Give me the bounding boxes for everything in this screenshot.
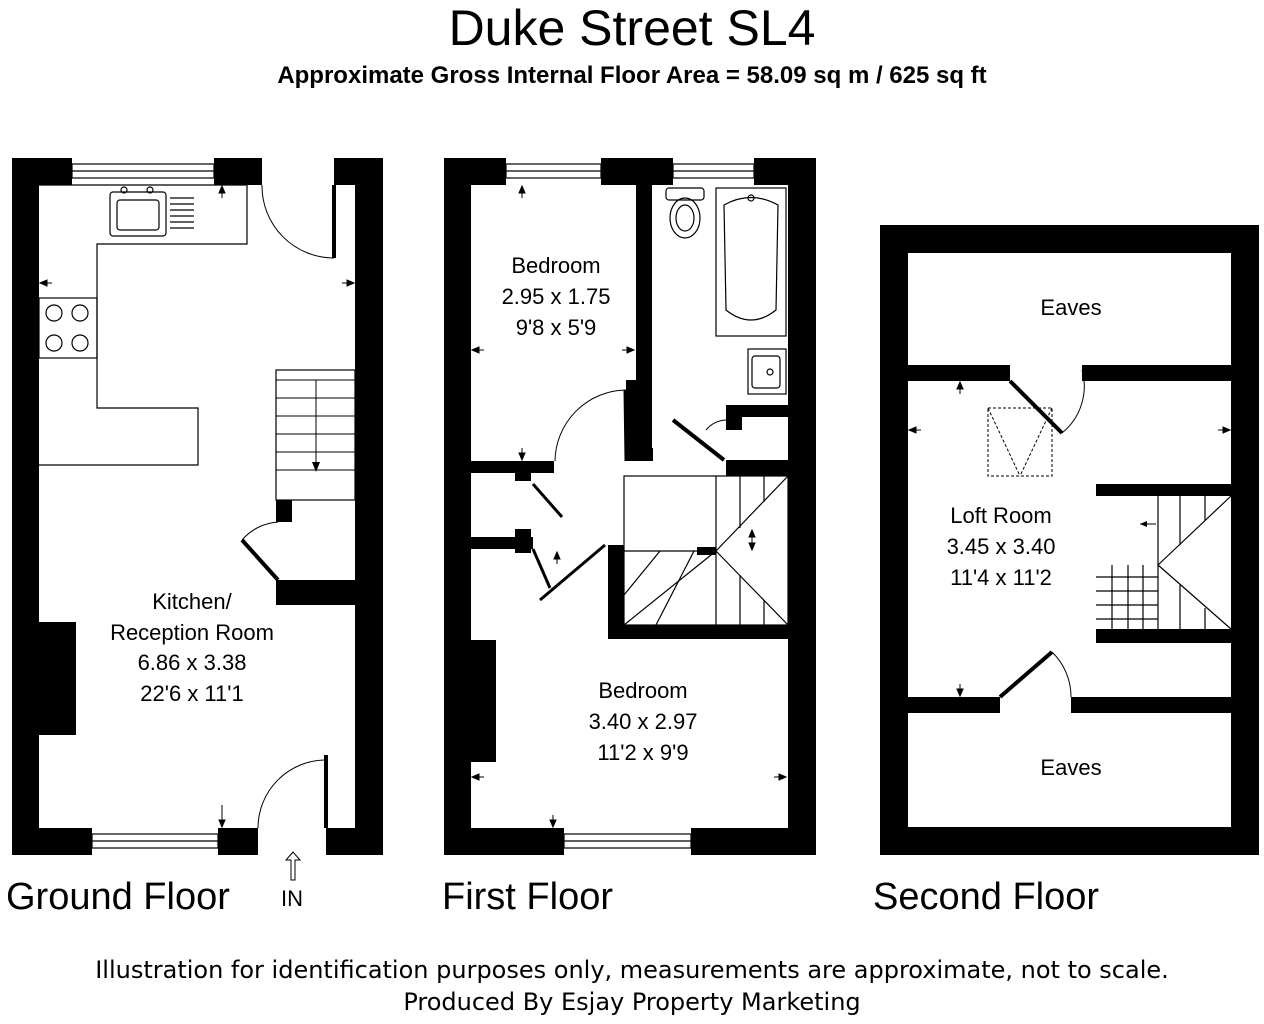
toilet-icon xyxy=(665,187,705,239)
second-floor-plan: Eaves Loft Room 3.45 x 3.40 11'4 x 11'2 … xyxy=(880,225,1259,855)
producer-credit: Produced By Esjay Property Marketing xyxy=(403,988,861,1016)
room-name: Eaves xyxy=(1040,295,1101,320)
first-floor-label: First Floor xyxy=(442,876,613,918)
room-name-line1: Kitchen/ xyxy=(152,589,232,614)
hob-icon xyxy=(38,297,98,359)
room-metric: 3.40 x 2.97 xyxy=(589,709,698,734)
entrance-label: IN xyxy=(281,886,303,911)
room-metric: 3.45 x 3.40 xyxy=(947,534,1056,559)
ground-floor-plan: Kitchen/ Reception Room 6.86 x 3.38 22'6… xyxy=(12,158,383,911)
room-name: Loft Room xyxy=(950,503,1052,528)
disclaimer-text: Illustration for identification purposes… xyxy=(95,956,1169,984)
staircase xyxy=(1096,484,1232,643)
room-name: Bedroom xyxy=(598,678,687,703)
room-metric: 2.95 x 1.75 xyxy=(502,284,611,309)
sink-icon xyxy=(109,186,194,237)
staircase xyxy=(275,369,356,522)
room-imperial: 22'6 x 11'1 xyxy=(140,681,243,706)
basin-icon xyxy=(747,348,787,395)
floor-area-subtitle: Approximate Gross Internal Floor Area = … xyxy=(277,62,987,89)
room-metric: 6.86 x 3.38 xyxy=(138,650,247,675)
skylight xyxy=(987,407,1053,477)
room-name: Eaves xyxy=(1040,755,1101,780)
first-floor-plan: Bedroom 2.95 x 1.75 9'8 x 5'9 Bedroom 3.… xyxy=(444,158,816,855)
ground-floor-label: Ground Floor xyxy=(6,876,230,918)
second-floor-label: Second Floor xyxy=(873,876,1100,918)
room-imperial: 9'8 x 5'9 xyxy=(516,315,597,340)
window xyxy=(505,163,755,849)
room-imperial: 11'2 x 9'9 xyxy=(597,740,688,765)
room-name: Bedroom xyxy=(511,253,600,278)
staircase xyxy=(623,475,789,626)
plan-title: Duke Street SL4 xyxy=(448,0,816,56)
room-imperial: 11'4 x 11'2 xyxy=(950,565,1052,590)
room-name-line2: Reception Room xyxy=(110,620,274,645)
bath-icon xyxy=(715,187,787,337)
window xyxy=(71,163,219,849)
